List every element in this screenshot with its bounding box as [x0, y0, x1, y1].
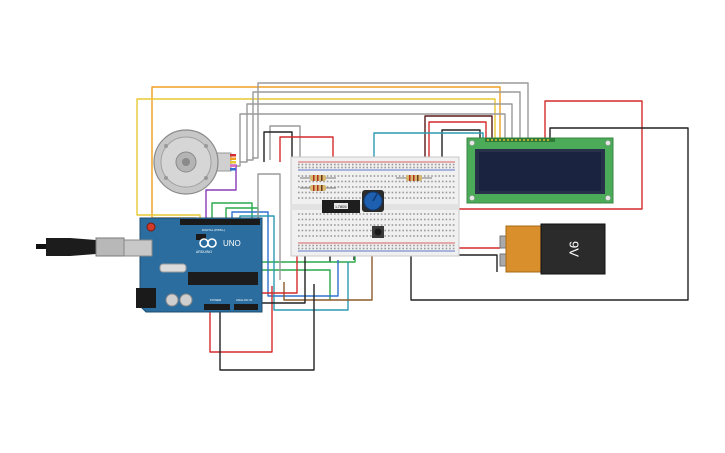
- wire-brown: [283, 226, 373, 301]
- wire-gray-2: [246, 91, 521, 161]
- resistor-1: [300, 175, 336, 181]
- button-cap[interactable]: [374, 228, 382, 236]
- motor-connector-pins: [230, 154, 236, 171]
- motor-screw-holes: [164, 144, 208, 180]
- regulator-label: L7805: [335, 204, 347, 209]
- analog-header: [234, 304, 258, 310]
- wire-gray-4: [232, 113, 506, 167]
- wire-black-lcd-2: [441, 129, 481, 162]
- lcd-display[interactable]: [466, 137, 614, 204]
- resistors: [300, 175, 432, 191]
- wire-yellow: [136, 98, 496, 222]
- wire-gray-3: [240, 103, 513, 163]
- wire-teal-1: [239, 215, 349, 311]
- power-jack: [136, 288, 156, 308]
- resistor-3: [396, 175, 432, 181]
- voltage-regulator[interactable]: L7805: [322, 200, 360, 213]
- resistor-2: [300, 185, 336, 191]
- wire-gray-1: [252, 82, 529, 159]
- capacitor-2: [179, 293, 193, 307]
- wire-red-1: [279, 136, 334, 162]
- pot-indicator: [372, 193, 378, 202]
- wire-red-bottom: [209, 286, 273, 353]
- power-label: POWER: [210, 298, 222, 302]
- potentiometer[interactable]: [362, 190, 384, 212]
- power-header: [204, 304, 230, 310]
- stepper-motor[interactable]: [153, 129, 236, 195]
- wire-dark-lcd: [424, 115, 493, 162]
- motor-shaft: [182, 158, 190, 166]
- arduino-logo: [199, 238, 217, 248]
- crystal: [159, 263, 187, 273]
- digital-label: DIGITAL (PWM~): [202, 228, 225, 232]
- icsp-header: [196, 234, 206, 240]
- capacitor-1: [165, 293, 179, 307]
- battery-9v[interactable]: 9V: [499, 223, 606, 275]
- wire-black-lcd: [410, 127, 689, 301]
- wire-blue-1: [231, 211, 339, 297]
- wire-red-lcd-2: [428, 121, 487, 162]
- digital-header: [180, 219, 260, 225]
- regulator-label-bg: [334, 203, 348, 209]
- breadboard-holes: [298, 163, 455, 250]
- wire-gray-5: [269, 125, 301, 160]
- usb-cable: [46, 238, 96, 256]
- battery-cap: [505, 225, 543, 273]
- usb-plug-tip: [36, 244, 46, 249]
- arduino-uno[interactable]: UNO ARDUINO DIGITAL (PWM~) POWER ANALOG …: [36, 217, 263, 313]
- lcd-screen: [479, 152, 601, 191]
- wire-gray-bb: [257, 173, 281, 280]
- usb-connector: [95, 237, 125, 257]
- board-model: UNO: [223, 239, 241, 248]
- battery-label: 9V: [567, 241, 582, 257]
- analog-label: ANALOG IN: [236, 298, 252, 302]
- wire-black-bottom: [219, 284, 315, 371]
- lcd-pins: [487, 139, 549, 141]
- wire-battery-black: [440, 254, 498, 272]
- reset-button[interactable]: [146, 222, 156, 232]
- board-brand: ARDUINO: [196, 250, 212, 254]
- push-button[interactable]: [372, 226, 384, 238]
- usb-port: [123, 239, 153, 257]
- atmega-chip: [188, 272, 258, 285]
- lcd-mount-holes: [469, 140, 611, 201]
- battery-body: [540, 223, 606, 275]
- wire-black-1: [263, 131, 293, 163]
